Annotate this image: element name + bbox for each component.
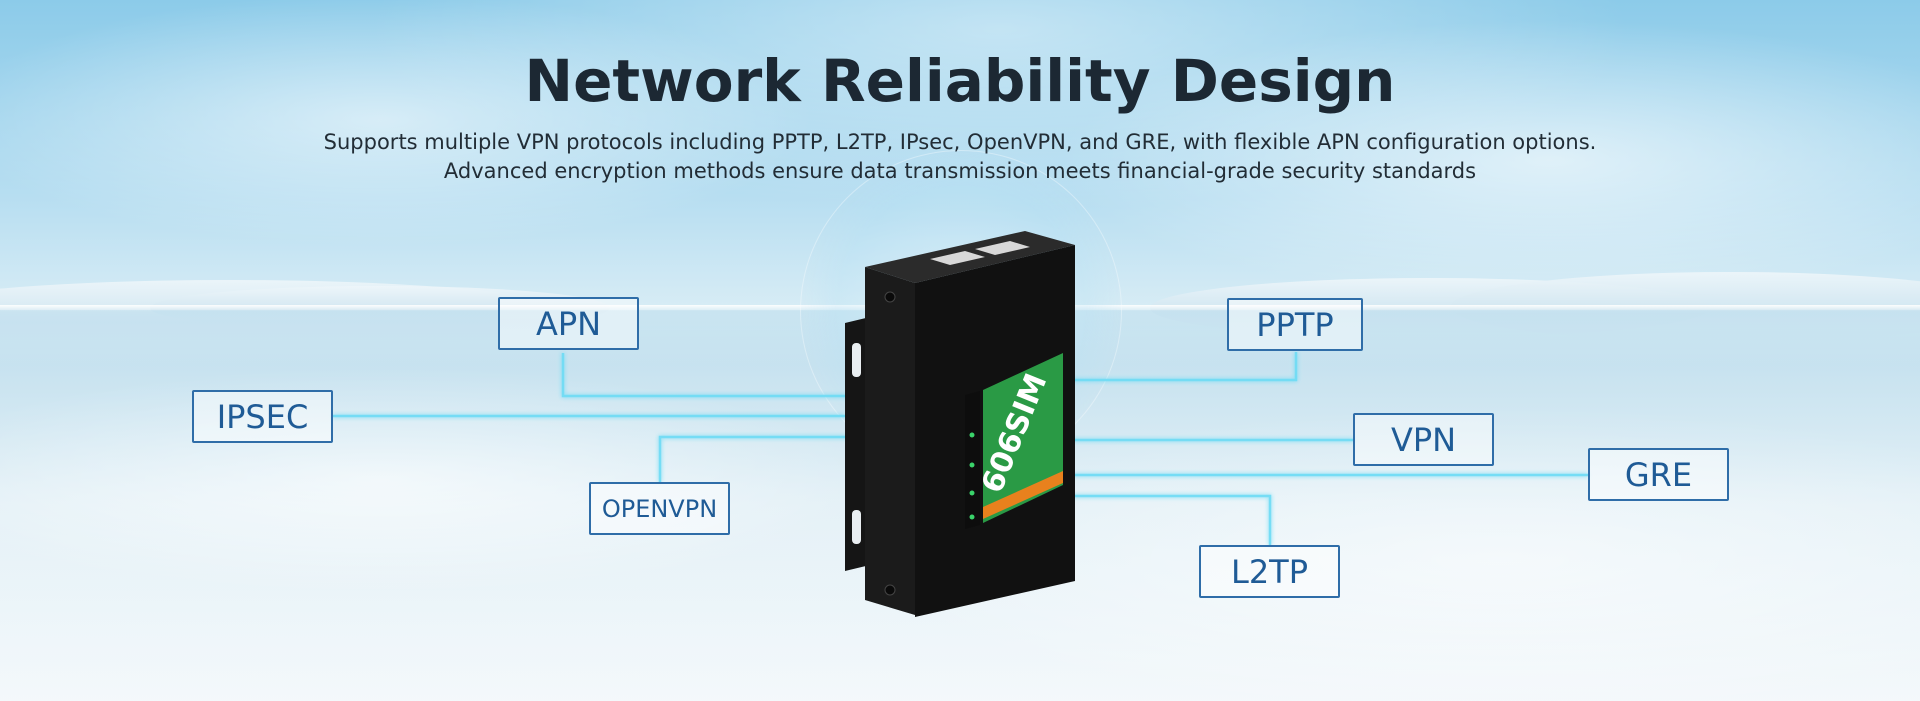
bracket-slot <box>852 343 861 377</box>
tag-apn-label: APN <box>535 304 602 343</box>
tag-pptp-label: PPTP <box>1256 305 1334 344</box>
mounting-bracket <box>845 317 870 571</box>
device-front-face <box>865 267 915 615</box>
tag-l2tp: L2TP <box>1199 545 1340 598</box>
pptp-connector <box>1070 352 1298 382</box>
tag-vpn-label: VPN <box>1390 420 1457 459</box>
tag-ipsec-label: IPSEC <box>216 397 309 436</box>
tag-gre-label: GRE <box>1624 455 1693 494</box>
screw <box>884 291 896 303</box>
screw <box>884 584 896 596</box>
tag-apn: APN <box>498 297 639 350</box>
tag-openvpn-label: OPENVPN <box>601 494 718 523</box>
apn-connector <box>561 353 850 398</box>
tag-gre: GRE <box>1588 448 1729 501</box>
bracket-slot <box>852 510 861 544</box>
ethernet-port <box>975 241 1030 255</box>
openvpn-connector <box>658 435 850 482</box>
l2tp-connector <box>1070 494 1272 545</box>
product-label-stripe <box>983 471 1063 519</box>
led-indicator <box>969 432 975 438</box>
tag-l2tp-label: L2TP <box>1230 552 1309 591</box>
tag-ipsec: IPSEC <box>192 390 333 443</box>
tag-vpn: VPN <box>1353 413 1494 466</box>
tag-openvpn: OPENVPN <box>589 482 730 535</box>
tag-pptp: PPTP <box>1227 298 1363 351</box>
subtitle-line-1: Supports multiple VPN protocols includin… <box>323 130 1597 154</box>
ethernet-port <box>930 251 985 265</box>
led-panel <box>965 391 980 529</box>
led-indicator <box>969 462 975 468</box>
router-device: 606SIM <box>845 231 1075 617</box>
led-indicator <box>969 514 975 520</box>
page-title: Network Reliability Design <box>524 47 1396 115</box>
led-indicator <box>969 490 975 496</box>
subtitle-line-2: Advanced encryption methods ensure data … <box>443 159 1477 183</box>
page-subtitle: Supports multiple VPN protocols includin… <box>200 128 1720 186</box>
